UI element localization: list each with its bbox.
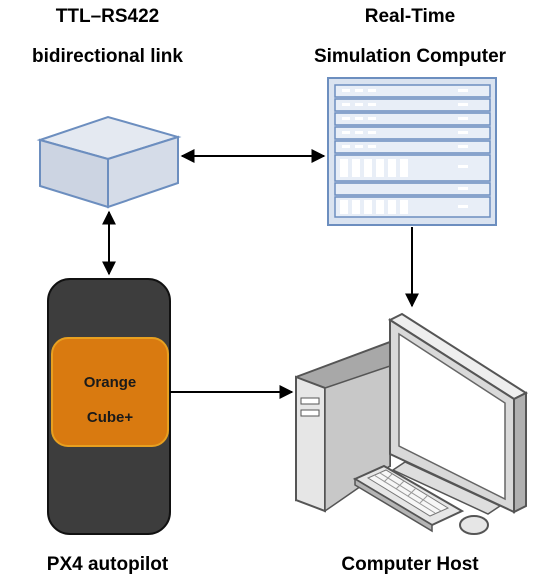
server-rack-icon — [327, 77, 497, 226]
chip-label-line2: Cube+ — [87, 409, 134, 426]
sim-label-line1: Real-Time — [364, 6, 456, 27]
desktop-computer-icon — [295, 312, 529, 535]
autopilot-board-icon: Orange Cube+ — [47, 278, 171, 535]
link-label-line1: TTL–RS422 — [55, 6, 160, 27]
link-label-line2: bidirectional link — [32, 46, 183, 67]
ttl-rs422-converter-icon — [36, 115, 182, 209]
sim-label-line2: Simulation Computer — [313, 46, 507, 67]
chip-label-line1: Orange — [84, 374, 137, 391]
host-label: Computer Host — [341, 554, 479, 575]
px4-label: PX4 autopilot — [46, 554, 169, 575]
